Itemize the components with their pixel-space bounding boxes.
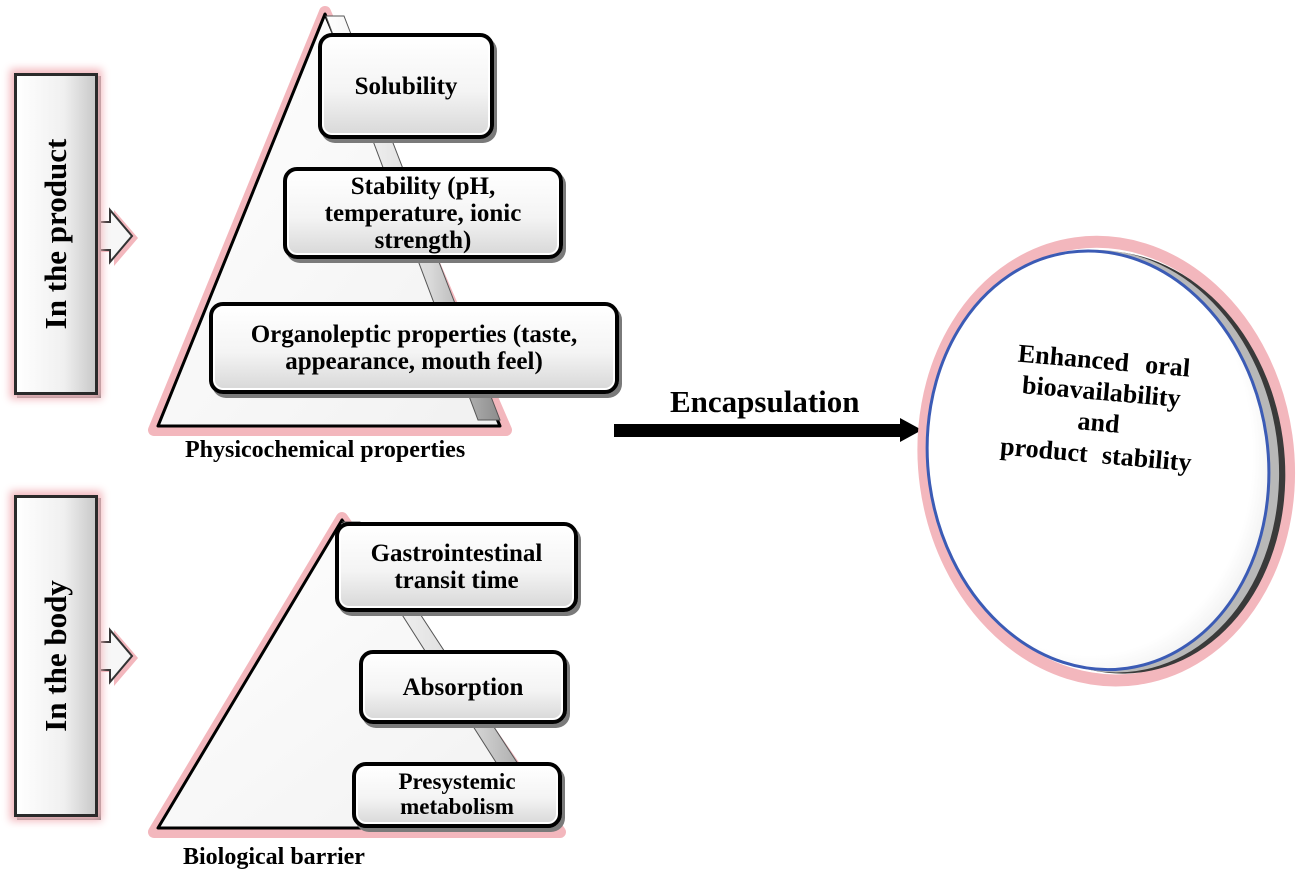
side-label-body: In the body [14, 495, 98, 817]
product-arrow-icon [95, 207, 138, 266]
caption-biological-barrier: Biological barrier [183, 844, 365, 870]
box-absorption: Absorption [359, 650, 567, 724]
side-label-body-text: In the body [38, 580, 73, 732]
box-solubility: Solubility [318, 33, 494, 139]
box-stability: Stability (pH, temperature, ionic streng… [283, 167, 563, 259]
box-organoleptic: Organoleptic properties (taste, appearan… [209, 302, 619, 394]
outcome-circle [917, 235, 1296, 687]
body-arrow-icon [95, 627, 138, 686]
caption-physicochemical: Physicochemical properties [185, 437, 466, 463]
encapsulation-label: Encapsulation [670, 384, 860, 419]
box-presystemic: Presystemic metabolism [352, 762, 562, 828]
outcome-text: Enhanced oral bioavailability and produc… [950, 333, 1250, 483]
side-label-product-text: In the product [38, 138, 73, 330]
encapsulation-arrow-icon [614, 418, 922, 442]
side-label-product: In the product [14, 73, 98, 395]
box-gastrointestinal: Gastrointestinal transit time [335, 522, 578, 612]
